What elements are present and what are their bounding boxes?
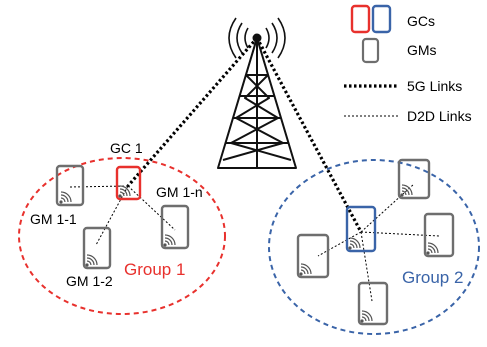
smartphone-icon <box>361 37 380 64</box>
gm-1-1-device <box>55 164 85 207</box>
group-1-boundary <box>18 157 226 315</box>
gm-1-1-label: GM 1-1 <box>30 211 77 227</box>
legend: GCs GMs 5G Links D2D Links <box>344 4 472 124</box>
gm-1-n-label: GM 1-n <box>156 184 203 200</box>
smartphone-icon <box>423 212 455 258</box>
gc-1-label: GC 1 <box>110 140 143 156</box>
gm-2-d-device <box>357 281 389 326</box>
smartphone-icon <box>357 281 389 326</box>
smartphone-icon <box>371 4 392 34</box>
smartphone-icon <box>397 158 431 200</box>
legend-d2d-label: D2D Links <box>407 108 472 124</box>
group-1-label: Group 1 <box>124 260 185 279</box>
smartphone-icon <box>345 205 377 253</box>
gm-1-2-device <box>82 226 112 270</box>
legend-5g-label: 5G Links <box>407 78 462 94</box>
smartphone-icon <box>115 165 142 201</box>
gc-2-device <box>345 205 377 253</box>
smartphone-icon <box>55 164 85 207</box>
smartphone-icon <box>296 233 330 279</box>
gc-1-device <box>115 165 142 201</box>
gm-2-a-device <box>397 158 431 200</box>
smartphone-icon <box>160 204 190 250</box>
legend-gc-label: GCs <box>407 13 435 29</box>
gm-2-b-device <box>423 212 455 258</box>
gm-2-c-device <box>296 233 330 279</box>
gm-1-n-device <box>160 204 190 250</box>
cell-tower-icon <box>217 17 297 169</box>
gm-1-2-label: GM 1-2 <box>66 273 113 289</box>
5g-links <box>126 36 363 233</box>
legend-gm-label: GMs <box>407 42 437 58</box>
smartphone-icon <box>82 226 112 270</box>
smartphone-icon <box>350 4 371 34</box>
group-2-boundary <box>268 159 480 335</box>
group-2-label: Group 2 <box>402 268 463 287</box>
